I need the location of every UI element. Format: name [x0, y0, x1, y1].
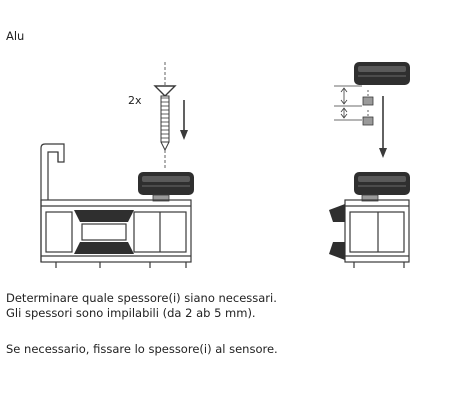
instructions: Determinare quale spessore(i) siano nece… [6, 291, 446, 357]
sensor-icon [138, 172, 194, 195]
thermal-break [74, 210, 134, 254]
spacer [152, 194, 170, 202]
arrow-down-icon [180, 100, 188, 140]
thickness-dimension [334, 85, 362, 121]
sensor-icon [354, 62, 410, 85]
spacer-icon [362, 90, 374, 126]
screw-icon [153, 62, 177, 170]
window-profile [344, 199, 410, 268]
installation-diagram: 2x [40, 62, 410, 268]
instruction-line: Determinare quale spessore(i) siano nece… [6, 291, 277, 305]
spacer [361, 194, 379, 202]
arrow-down-icon [379, 96, 387, 158]
left-assembly: 2x [40, 62, 194, 268]
right-assembly [329, 62, 410, 268]
screw-count-label: 2x [128, 94, 142, 107]
thermal-break [329, 204, 345, 260]
instruction-line: Se necessario, fissare lo spessore(i) al… [6, 342, 278, 356]
window-profile [40, 143, 192, 268]
instruction-line: Gli spessori sono impilabili (da 2 ab 5 … [6, 306, 256, 320]
page-title: Alu [6, 29, 25, 43]
sensor-icon [354, 172, 410, 195]
